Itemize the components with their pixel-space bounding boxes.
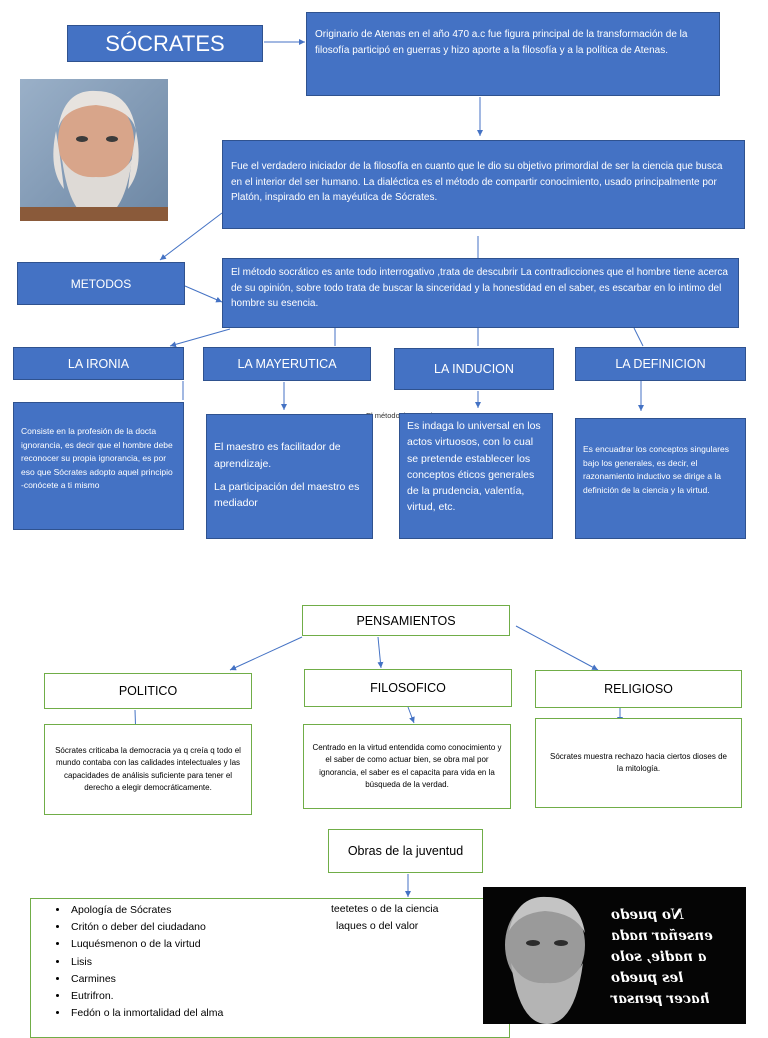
origin-text: Originario de Atenas en el año 470 a.c f…: [315, 29, 688, 56]
thoughts-label-box: PENSAMIENTOS: [302, 605, 510, 636]
thought-header-filosofico: FILOSOFICO: [304, 669, 512, 707]
method-detail-definicion: Es encuadrar los conceptos singulares ba…: [575, 418, 746, 539]
method-detail-inducion: Es indaga lo universal en los actos virt…: [399, 413, 553, 539]
thought-detail-text: Sócrates muestra rechazo hacia ciertos d…: [550, 751, 727, 773]
thought-detail-religioso: Sócrates muestra rechazo hacia ciertos d…: [535, 718, 742, 808]
quote-line: hacer pensar: [611, 991, 710, 1007]
method-detail-text: Consiste en la profesión de la docta ign…: [21, 426, 173, 491]
methods-label-box: METODOS: [17, 262, 185, 305]
works-list-item: Eutrifron.: [69, 988, 509, 1005]
method-header-ironia: LA IRONIA: [13, 347, 184, 380]
thought-header-politico: POLITICO: [44, 673, 252, 709]
thought-detail-text: Sócrates criticaba la democracia ya q cr…: [55, 745, 241, 792]
initiator-box: Fue el verdadero iniciador de la filosof…: [222, 140, 745, 229]
works-extra-item: teetetes o de la ciencia: [331, 903, 439, 915]
works-list-item: Critón o deber del ciudadano: [69, 919, 509, 936]
method-label: LA INDUCION: [434, 362, 514, 376]
thought-header-religioso: RELIGIOSO: [535, 670, 742, 708]
title-box: SÓCRATES: [67, 25, 263, 62]
works-label-box: Obras de la juventud: [328, 829, 483, 873]
quote-line: No puedo: [611, 907, 684, 923]
works-list-item: Apología de Sócrates: [69, 902, 509, 919]
quote-line: a nadie, solo: [611, 949, 707, 965]
quote-text: No puedo enseñar nada a nadie, solo les …: [611, 905, 736, 1010]
title-text: SÓCRATES: [105, 30, 225, 56]
works-list-item: Fedón o la inmortalidad del alma: [69, 1005, 509, 1022]
quote-line: les puedo: [611, 970, 684, 986]
thought-label: RELIGIOSO: [604, 682, 673, 696]
method-detail-ironia: Consiste en la profesión de la docta ign…: [13, 402, 184, 530]
method-detail-mayerutica: El maestro es facilitador de aprendizaje…: [206, 414, 373, 539]
thought-detail-filosofico: Centrado en la virtud entendida como con…: [303, 724, 511, 809]
thought-label: POLITICO: [118, 684, 178, 698]
method-label: LA MAYERUTICA: [237, 357, 337, 371]
socrates-quote-image: No puedo enseñar nada a nadie, solo les …: [483, 887, 746, 1024]
method-detail-text: El maestro es facilitador de aprendizaje…: [214, 441, 341, 470]
method-header-mayerutica: LA MAYERUTICA: [203, 347, 371, 381]
method-box: El método socrático es ante todo interro…: [222, 258, 739, 328]
works-list-item: Carmines: [69, 971, 509, 988]
thought-detail-text: Centrado en la virtud entendida como con…: [312, 742, 502, 789]
works-label: Obras de la juventud: [347, 844, 464, 858]
thoughts-label: PENSAMIENTOS: [356, 613, 456, 628]
socrates-portrait: [20, 79, 168, 221]
method-header-inducion: LA INDUCION: [394, 348, 554, 390]
works-extra-item: laques o del valor: [336, 920, 419, 932]
origin-box: Originario de Atenas en el año 470 a.c f…: [306, 12, 720, 96]
works-list-box: Apología de Sócrates Critón o deber del …: [30, 898, 510, 1038]
method-detail-text: Es indaga lo universal en los actos virt…: [407, 420, 541, 514]
methods-label: METODOS: [70, 276, 132, 291]
initiator-text: Fue el verdadero iniciador de la filosof…: [231, 161, 723, 203]
method-label: LA DEFINICION: [615, 357, 706, 371]
works-list-item: Luquésmenon o de la virtud: [69, 936, 509, 953]
method-detail-text: La participación del maestro es mediador: [214, 480, 360, 510]
works-list-item: Lisis: [69, 954, 509, 971]
method-detail-text: Es encuadrar los conceptos singulares ba…: [583, 444, 729, 495]
method-header-definicion: LA DEFINICION: [575, 347, 746, 381]
quote-line: enseñar nada: [611, 928, 713, 944]
works-list: Apología de Sócrates Critón o deber del …: [31, 902, 509, 1022]
thought-label: FILOSOFICO: [370, 681, 446, 695]
method-text: El método socrático es ante todo interro…: [231, 267, 728, 309]
method-label: LA IRONIA: [67, 356, 130, 371]
thought-detail-politico: Sócrates criticaba la democracia ya q cr…: [44, 724, 252, 815]
